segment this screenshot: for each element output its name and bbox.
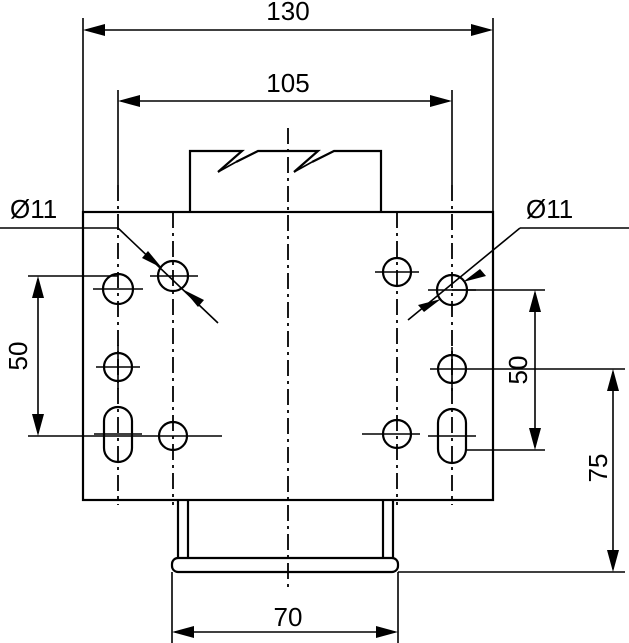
hole-left-inner-top [150, 259, 198, 293]
dimension-overall-width: 130 [82, 0, 494, 212]
dimension-label-left-50: 50 [3, 342, 33, 371]
hole-left-inner-bottom [150, 420, 222, 452]
right-holes [362, 256, 476, 465]
hole-right-inner-top [375, 256, 419, 288]
dimension-left-vertical: 50 [3, 275, 150, 437]
dimension-hole-spacing: 105 [117, 68, 453, 185]
dimension-label-left-diameter: Ø11 [10, 194, 57, 224]
dimension-right-vertical: 50 [452, 289, 545, 451]
hole-right-inner-bottom [362, 418, 420, 450]
hole-right-outer-mid [430, 347, 474, 391]
dimension-base-width: 70 [171, 572, 399, 643]
dimension-label-75: 75 [583, 454, 613, 483]
dimension-left-diameter: Ø11 [0, 194, 219, 324]
dimension-label-right-diameter: Ø11 [526, 194, 573, 224]
hole-left-outer-mid [96, 345, 140, 389]
hole-left-outer-top [93, 272, 143, 306]
slot-right-outer-bottom [428, 407, 476, 465]
dimension-label-right-50: 50 [503, 356, 533, 385]
slot-left-outer-bottom [94, 405, 142, 464]
left-holes [93, 259, 222, 464]
dimension-label-70: 70 [274, 602, 303, 632]
center-lines [117, 128, 453, 592]
top-bracket [188, 149, 383, 212]
dimension-bottom-offset: 75 [398, 368, 625, 573]
dimension-right-diameter: Ø11 [407, 194, 629, 321]
dimension-label-130: 130 [266, 0, 309, 26]
dimension-label-105: 105 [266, 68, 309, 98]
bottom-rail [170, 500, 400, 574]
